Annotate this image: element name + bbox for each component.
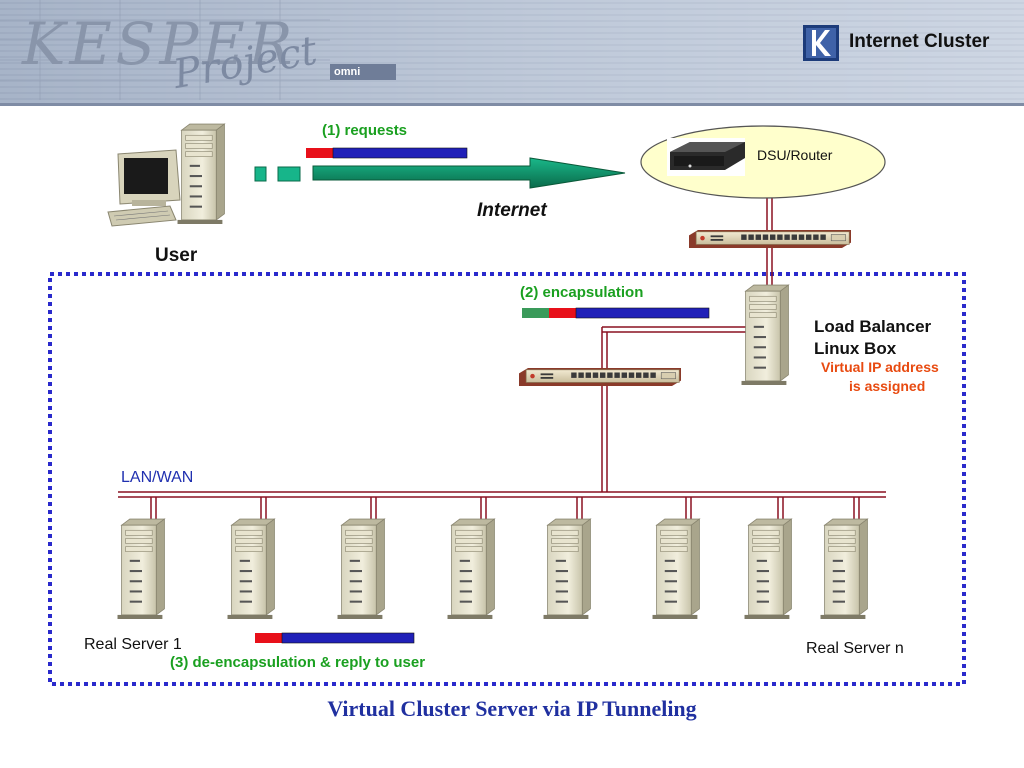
load-balancer-label: Load Balancer <box>814 317 932 336</box>
linux-box-label: Linux Box <box>814 339 897 358</box>
packet-fragment <box>254 166 267 182</box>
logo-omni-tag: omni <box>330 64 396 80</box>
tower-server-icon <box>116 518 165 619</box>
virtual-ip-label-2: is assigned <box>849 378 926 394</box>
packet-header <box>255 633 282 643</box>
lan-wan-label: LAN/WAN <box>121 469 194 486</box>
logo-kesper: KESPER <box>22 10 297 78</box>
kesper-k-icon <box>803 25 839 61</box>
footer-title: Virtual Cluster Server via IP Tunneling <box>327 696 697 721</box>
internet-label: Internet <box>477 200 547 221</box>
packet-fragment <box>277 166 301 182</box>
tower-server-icon <box>226 518 275 619</box>
cluster-boundary <box>48 272 966 686</box>
network-switch-icon <box>688 230 852 248</box>
section-title: Internet Cluster <box>849 31 990 52</box>
tower-server-icon <box>446 518 495 619</box>
real-server-1-label: Real Server 1 <box>84 636 182 653</box>
reply-label: (3) de-encapsulation & reply to user <box>170 654 426 671</box>
tunnel-header <box>522 308 549 318</box>
real-servers <box>116 518 868 619</box>
tower-server-icon <box>651 518 700 619</box>
router-icon <box>667 138 745 176</box>
encapsulation-label: (2) encapsulation <box>520 284 644 301</box>
user-label: User <box>155 245 198 266</box>
cables <box>118 197 886 522</box>
banner-graphic <box>0 0 1024 106</box>
virtual-ip-label: Virtual IP address <box>821 359 939 375</box>
internet-arrow <box>312 157 626 189</box>
packet-body <box>575 307 710 319</box>
tower-server-icon <box>740 284 789 385</box>
tower-server-icon <box>743 518 792 619</box>
packet-body <box>281 632 415 644</box>
real-server-n-label: Real Server n <box>806 640 904 657</box>
packet-header <box>549 308 576 318</box>
desktop-computer-icon <box>107 123 225 227</box>
tower-server-icon <box>542 518 591 619</box>
packet-header <box>306 148 333 158</box>
dsu-router-label: DSU/Router <box>757 147 833 163</box>
header-banner <box>0 0 1024 106</box>
packet-body <box>332 147 468 159</box>
tower-server-icon <box>336 518 385 619</box>
network-switch-icon <box>518 368 682 386</box>
requests-label: (1) requests <box>322 122 408 139</box>
tower-server-icon <box>819 518 868 619</box>
